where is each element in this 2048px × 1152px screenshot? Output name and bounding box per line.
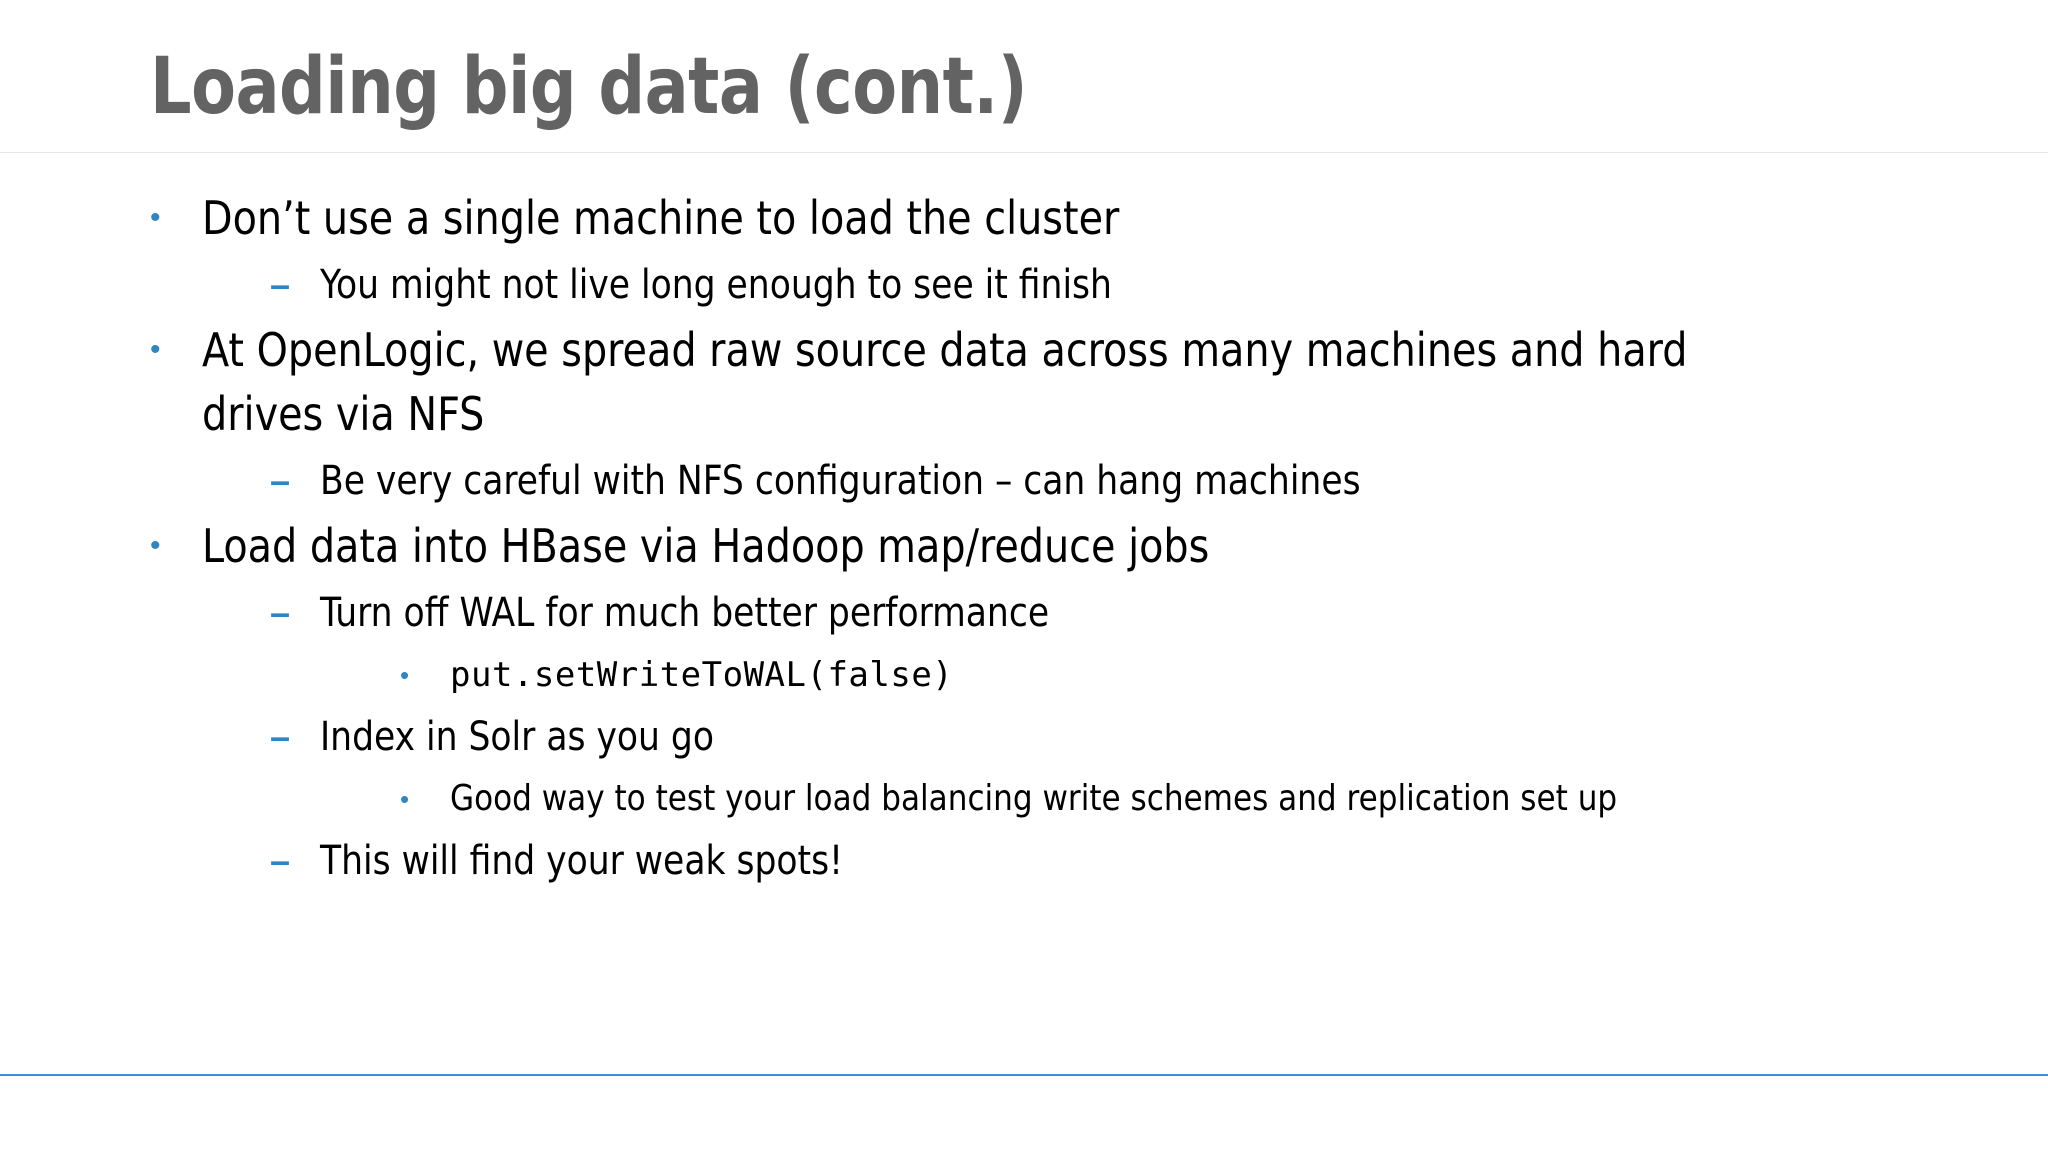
bullet-text: This will find your weak spots! [320, 838, 843, 884]
bullet-text: Turn off WAL for much better performance [320, 590, 1050, 636]
slide-body: • Don’t use a single machine to load the … [0, 186, 2048, 894]
title-area: Loading big data (cont.) [150, 28, 1930, 146]
bullet-text: You might not live long enough to see it… [320, 262, 1112, 308]
footer: RogueWave SOFTWARE © 2015 Rogue Wave Sof… [0, 1076, 2048, 1152]
title-divider [0, 152, 2048, 153]
dash-bullet-icon: – [270, 592, 291, 633]
dash-bullet-icon: – [270, 840, 291, 881]
dot-bullet-icon: • [400, 784, 410, 814]
dash-bullet-icon: – [270, 264, 291, 305]
dot-bullet-icon: • [150, 201, 161, 234]
dot-bullet-icon: • [150, 529, 161, 562]
dot-bullet-icon: • [400, 660, 410, 690]
dash-bullet-icon: – [270, 460, 291, 501]
page-title: Loading big data (cont.) [150, 42, 1028, 132]
bullet-level-1: • Load data into HBase via Hadoop map/red… [0, 514, 2048, 578]
bullet-level-2: –This will find your weak spots! [0, 830, 2048, 892]
footer-divider [0, 1074, 2048, 1076]
bullet-level-3: • put.setWriteToWAL(false) [0, 646, 2048, 704]
bullet-text: Don’t use a single machine to load the c… [202, 191, 1120, 245]
bullet-level-2: –Turn off WAL for much better performanc… [0, 582, 2048, 644]
bullet-level-2: –Index in Solr as you go [0, 706, 2048, 768]
dash-bullet-icon: – [270, 716, 291, 757]
dot-bullet-icon: • [150, 333, 161, 366]
bullet-text: Good way to test your load balancing wri… [450, 778, 1618, 819]
bullet-text: At OpenLogic, we spread raw source data … [202, 323, 1688, 441]
bullet-level-3: • Good way to test your load balancing wr… [0, 770, 2048, 828]
bullet-level-1: • Don’t use a single machine to load the … [0, 186, 2048, 250]
bullet-level-1: • At OpenLogic, we spread raw source data… [0, 318, 2048, 446]
bullet-text: Load data into HBase via Hadoop map/redu… [202, 519, 1210, 573]
bullet-text: Index in Solr as you go [320, 714, 714, 760]
bullet-level-2: –You might not live long enough to see i… [0, 254, 2048, 316]
bullet-text: put.setWriteToWAL(false) [450, 655, 954, 695]
bullet-text: Be very careful with NFS configuration –… [320, 458, 1361, 504]
bullet-level-2: –Be very careful with NFS configuration … [0, 450, 2048, 512]
